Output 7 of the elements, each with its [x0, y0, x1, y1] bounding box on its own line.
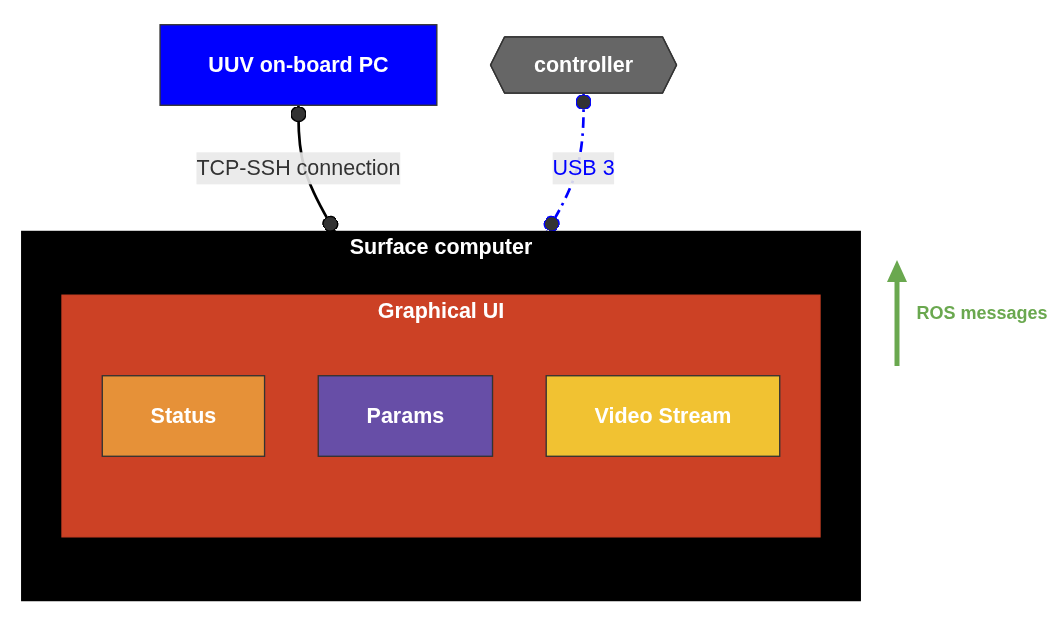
node-box: UUV on-board PC	[159, 24, 438, 107]
edge-label: USB 3	[552, 156, 615, 180]
message-label: ROS messages	[916, 302, 1048, 324]
edge-label: TCP-SSH connection	[196, 156, 401, 180]
node-box: Params	[317, 375, 494, 458]
node-box: Status	[101, 375, 266, 458]
node-box: Video Stream	[545, 375, 781, 458]
